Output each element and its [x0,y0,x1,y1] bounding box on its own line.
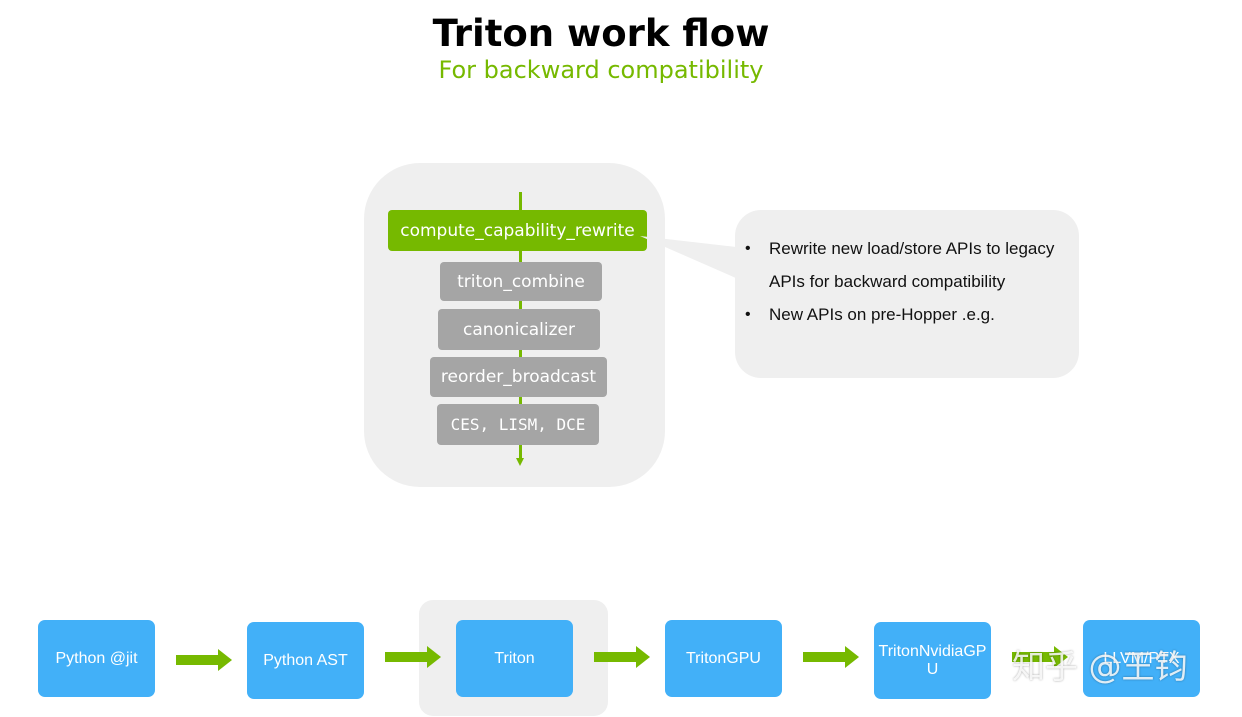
pass-reorder-broadcast: reorder_broadcast [430,357,607,397]
callout-bubble: Rewrite new load/store APIs to legacy AP… [735,210,1079,378]
stage-python-jit: Python @jit [38,620,155,697]
pipeline-arrow [803,646,859,668]
stage-tritongpu: TritonGPU [665,620,782,697]
callout-bullet: New APIs on pre-Hopper .e.g. [745,298,1065,331]
pass-canonicalizer: canonicalizer [438,309,600,350]
pass-ces-lism-dce: CES, LISM, DCE [437,404,599,445]
stage-python-ast: Python AST [247,622,364,699]
pipeline-arrow [594,646,650,668]
stage-triton: Triton [456,620,573,697]
pass-triton-combine: triton_combine [440,262,602,301]
pipeline-arrow [1012,646,1068,668]
diagram-title: Triton work flow [432,12,770,55]
pipeline-arrow [176,649,232,671]
pass-compute-capability-rewrite: compute_capability_rewrite [388,210,647,251]
diagram-subtitle: For backward compatibility [438,56,764,84]
stage-tritonnvidiagpu: TritonNvidiaGPU [874,622,991,699]
pipeline-arrow [385,646,441,668]
callout-bullet: Rewrite new load/store APIs to legacy AP… [745,232,1065,298]
watermark: 知乎 @王钧 [1012,647,1188,686]
pass-flow-arrowhead [516,458,524,466]
callout-list: Rewrite new load/store APIs to legacy AP… [745,232,1065,331]
stage-llvm-ptx: LLVM/PTX [1083,620,1200,697]
